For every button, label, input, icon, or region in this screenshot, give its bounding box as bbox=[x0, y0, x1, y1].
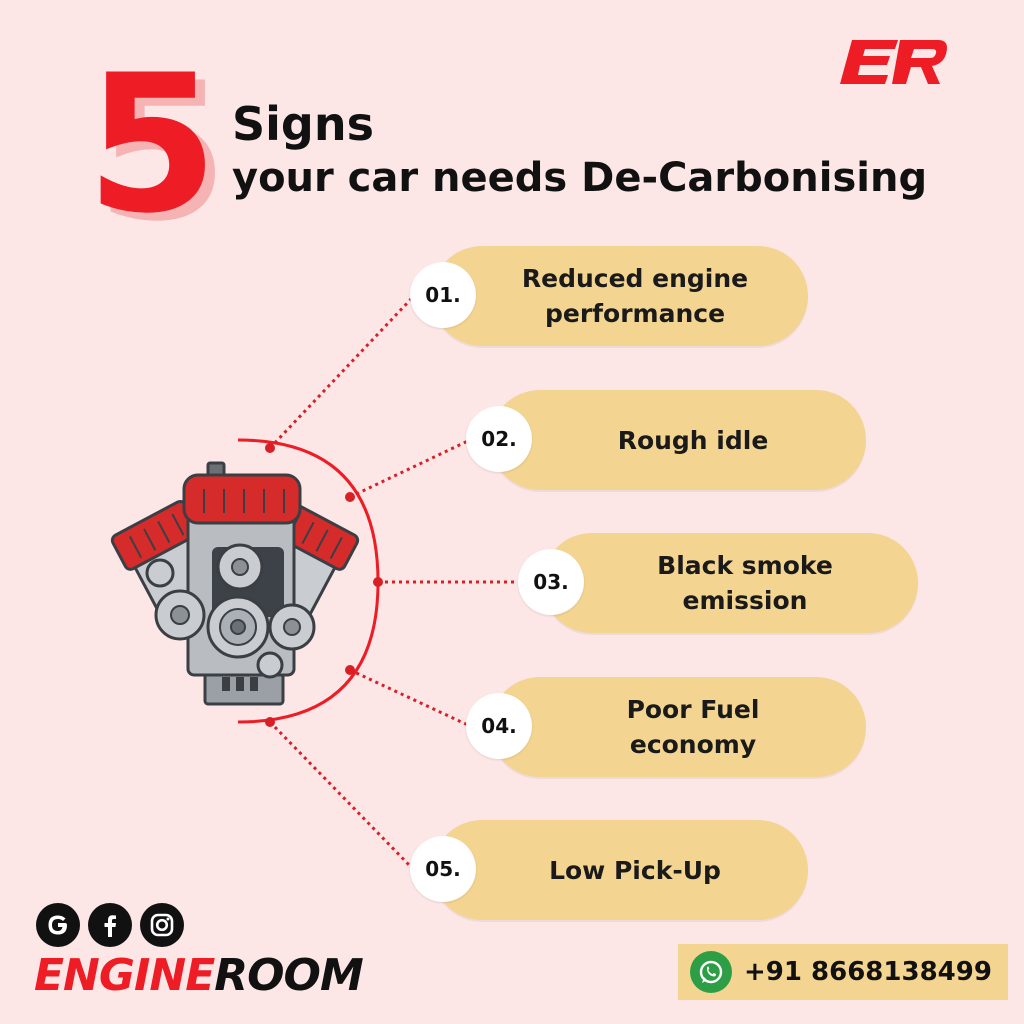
connector-dot-5 bbox=[265, 717, 275, 727]
facebook-icon[interactable] bbox=[88, 903, 132, 947]
sign-number-2: 02. bbox=[466, 406, 532, 472]
er-logo bbox=[840, 40, 947, 84]
brand-part2: ROOM bbox=[214, 950, 363, 1001]
sign-label: Poor Fuel economy bbox=[626, 695, 760, 759]
brand-part1: ENGINE bbox=[34, 950, 215, 1001]
sign-label: Reduced engine performance bbox=[521, 264, 749, 328]
sign-label: Rough idle bbox=[617, 425, 769, 455]
whatsapp-icon bbox=[690, 951, 732, 993]
sign-pill-5: Low Pick-Up bbox=[432, 820, 808, 920]
instagram-icon[interactable] bbox=[140, 903, 184, 947]
connector-dot-1 bbox=[265, 443, 275, 453]
sign-number-4: 04. bbox=[466, 693, 532, 759]
sign-pill-1: Reduced engine performance bbox=[432, 246, 808, 346]
contact-box[interactable]: +91 8668138499 bbox=[678, 944, 1008, 1000]
brand-logo: ENGINEROOM bbox=[34, 950, 364, 1002]
headline-line2: your car needs De-Carbonising bbox=[232, 155, 928, 201]
headline-number: 5 bbox=[86, 34, 218, 255]
sign-pill-4: Poor Fuel economy bbox=[490, 677, 866, 777]
sign-label: Low Pick-Up bbox=[549, 855, 721, 885]
sign-number-3: 03. bbox=[518, 549, 584, 615]
google-icon[interactable] bbox=[36, 903, 80, 947]
headline-line1: Signs bbox=[232, 97, 374, 151]
connector-line-1 bbox=[268, 296, 414, 450]
connector-line-5 bbox=[268, 720, 414, 870]
sign-number-1: 01. bbox=[410, 262, 476, 328]
sign-pill-3: Black smoke emission bbox=[542, 533, 918, 633]
engine-illustration bbox=[110, 461, 360, 706]
sign-label: Black smoke emission bbox=[657, 551, 833, 615]
sign-number-5: 05. bbox=[410, 836, 476, 902]
sign-pill-2: Rough idle bbox=[490, 390, 866, 490]
connector-dot-3 bbox=[373, 577, 383, 587]
phone-number: +91 8668138499 bbox=[744, 957, 992, 987]
